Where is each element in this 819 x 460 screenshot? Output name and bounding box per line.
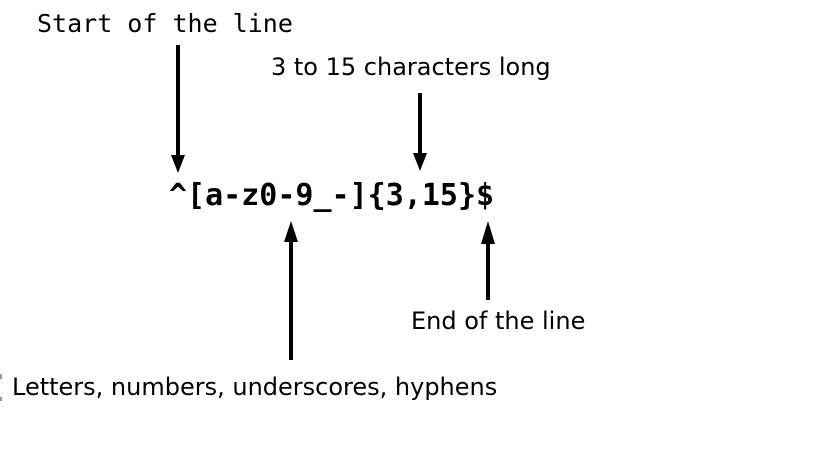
start-of-line-label: Start of the line <box>37 9 293 38</box>
length-quantifier-label: 3 to 15 characters long <box>271 53 551 81</box>
left-edge-artifact <box>0 397 2 401</box>
regex-pattern-text: ^[a-z0-9_-]{3,15}$ <box>169 178 495 213</box>
length-quantifier-down-arrow-icon <box>413 93 427 171</box>
end-of-line-up-arrow-icon <box>481 221 495 300</box>
end-of-line-label: End of the line <box>411 307 586 335</box>
left-edge-artifact <box>0 374 2 379</box>
character-class-up-arrow-icon <box>284 221 298 360</box>
start-of-line-down-arrow-icon <box>171 45 185 173</box>
character-class-label: Letters, numbers, underscores, hyphens <box>12 373 498 401</box>
